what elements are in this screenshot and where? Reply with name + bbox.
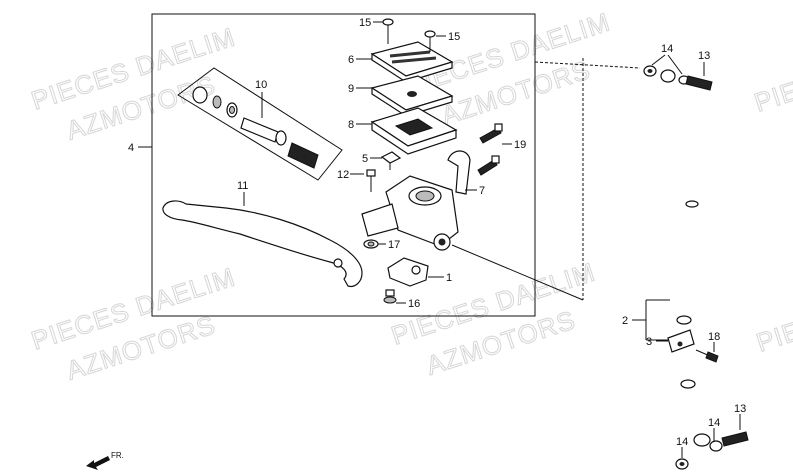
callout-19: 19 (514, 139, 526, 151)
master-cylinder-body (361, 150, 471, 251)
front-direction-label: FR. (111, 451, 124, 460)
callout-11: 11 (237, 180, 248, 192)
callout-14-a: 14 (661, 43, 673, 55)
brake-hose (652, 73, 703, 433)
assembly-frame (151, 13, 536, 317)
callout-14-c: 14 (708, 417, 720, 429)
callout-15-a: 15 (359, 17, 371, 29)
holder-screws (477, 123, 503, 176)
callout-17: 17 (388, 239, 400, 251)
holder-clamp (387, 257, 429, 287)
callout-16: 16 (408, 298, 420, 310)
callout-7: 7 (479, 185, 485, 197)
callout-3: 3 (646, 336, 652, 348)
brake-lever (162, 200, 363, 288)
piston-kit (177, 67, 343, 181)
holder-bolt (383, 289, 397, 304)
watermark-text: PIE (751, 75, 793, 117)
callout-18: 18 (708, 331, 720, 343)
watermark-text: PIE (753, 315, 793, 357)
diaphragm (370, 107, 458, 155)
callout-6: 6 (348, 54, 354, 66)
callout-10: 10 (255, 79, 267, 91)
clamp-bolt (695, 349, 719, 363)
callout-12: 12 (337, 169, 349, 181)
reservoir-cap (370, 41, 454, 83)
bleeder-cap (380, 151, 402, 170)
callout-14-b: 14 (676, 436, 688, 448)
connection-lines (451, 58, 641, 301)
cap-screws (382, 18, 436, 52)
callout-2: 2 (622, 315, 628, 327)
callout-13-a: 13 (698, 50, 710, 62)
callout-9: 9 (348, 83, 354, 95)
callout-8: 8 (348, 119, 354, 131)
hose-clamp (667, 329, 695, 353)
banjo-upper (643, 65, 713, 91)
pivot-bolt (366, 169, 376, 192)
pivot-nut (363, 239, 379, 249)
front-direction-arrow: FR. (86, 451, 124, 470)
callout-5: 5 (362, 153, 368, 165)
callout-4: 4 (128, 142, 134, 154)
callout-1: 1 (446, 272, 452, 284)
banjo-lower (675, 431, 749, 470)
callout-15-b: 15 (448, 31, 460, 43)
callout-13-b: 13 (734, 403, 746, 415)
